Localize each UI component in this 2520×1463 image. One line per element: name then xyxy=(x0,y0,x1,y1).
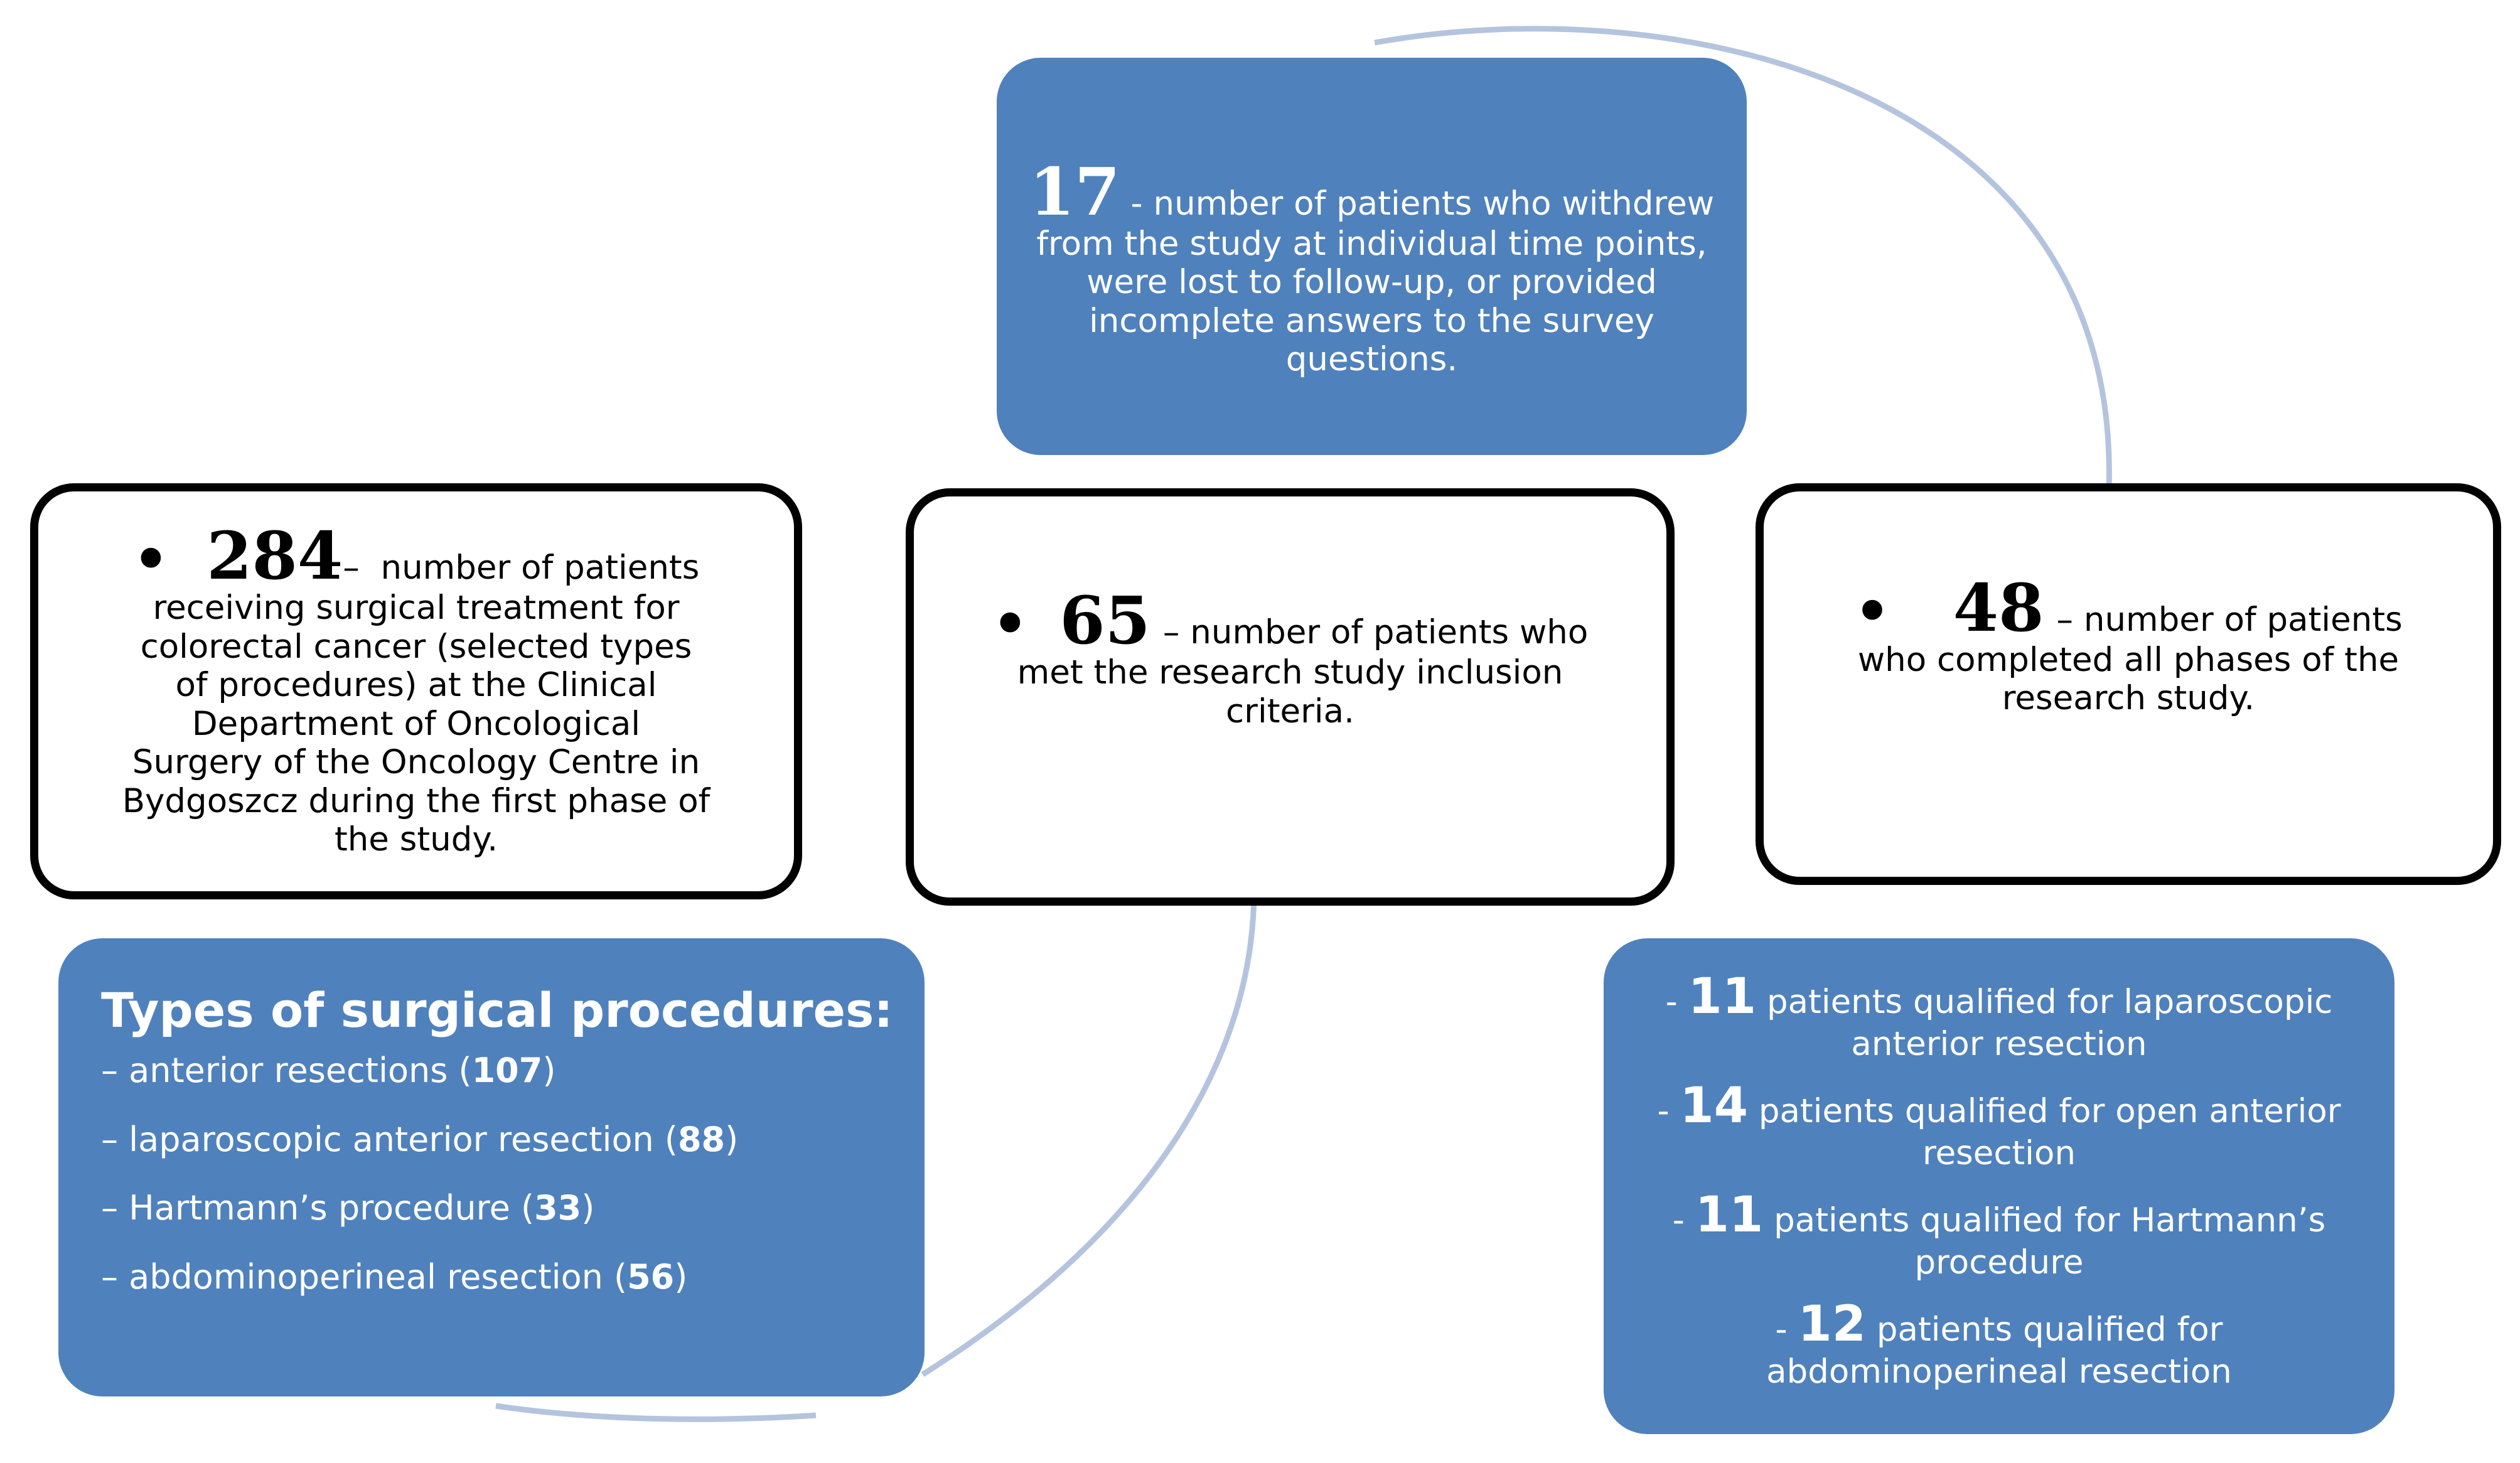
withdrew-number: 17 xyxy=(1029,153,1120,230)
treated-line-6: Surgery of the Oncology Centre in xyxy=(132,743,700,782)
completed-number: 48 xyxy=(1953,569,2044,646)
withdrew-box: 17 - number of patients who withdrew fro… xyxy=(997,58,1747,455)
qualified-item: - 11 patients qualified for Hartmann’s p… xyxy=(1672,1186,2326,1282)
inclusion-line-2: met the research study inclusion xyxy=(1017,653,1563,692)
procedure-item: – laparoscopic anterior resection (88) xyxy=(101,1119,739,1159)
treated-line-7: Bydgoszcz during the first phase of xyxy=(122,781,710,820)
withdrew-line-4: incomplete answers to the survey xyxy=(1089,301,1654,340)
withdrew-text: 17 - number of patients who withdrew fro… xyxy=(1029,159,1714,379)
arc-bottom-left xyxy=(495,1403,817,1422)
completed-line-3: research study. xyxy=(2002,679,2255,717)
withdrew-line-5: questions. xyxy=(1285,340,1458,378)
completed-line-1: – number of patients xyxy=(2056,600,2403,639)
completed-line-2: who completed all phases of the xyxy=(1857,640,2399,679)
procedure-item: – abdominoperineal resection (56) xyxy=(101,1257,688,1297)
withdrew-line-3: were lost to follow-up, or provided xyxy=(1086,263,1657,302)
treated-line-8: the study. xyxy=(334,820,498,859)
bullet-icon: • xyxy=(132,527,169,593)
qualified-item: - 11 patients qualified for laparoscopic… xyxy=(1665,968,2333,1064)
treated-box: • 284 – number of patients receiving sur… xyxy=(30,483,802,899)
inclusion-number: 65 xyxy=(1059,582,1150,660)
qualified-item: - 12 patients qualified for abdominoperi… xyxy=(1766,1295,2232,1391)
qualified-item: - 14 patients qualified for open anterio… xyxy=(1657,1077,2341,1173)
procedure-item: – anterior resections (107) xyxy=(101,1051,556,1090)
treated-text: • 284 – number of patients receiving sur… xyxy=(122,523,710,859)
treated-line-3: colorectal cancer (selected types xyxy=(140,627,692,666)
inclusion-text: • 65 – number of patients who met the re… xyxy=(992,588,1589,731)
withdrew-line-1: - number of patients who withdrew xyxy=(1130,184,1715,223)
withdrew-line-2: from the study at individual time points… xyxy=(1036,224,1707,263)
qualified-box: - 11 patients qualified for laparoscopic… xyxy=(1604,938,2394,1434)
bullet-icon: • xyxy=(992,591,1029,658)
bullet-icon: • xyxy=(1854,578,1890,645)
procedures-box: Types of surgical procedures: – anterior… xyxy=(58,938,925,1396)
completed-text: • 48 – number of patients who completed … xyxy=(1854,569,2403,718)
treated-number: 284 xyxy=(206,517,343,595)
procedures-title: Types of surgical procedures: xyxy=(101,982,893,1038)
completed-box: • 48 – number of patients who completed … xyxy=(1756,483,2501,885)
inclusion-line-3: criteria. xyxy=(1226,692,1354,731)
treated-line-2: receiving surgical treatment for xyxy=(153,589,680,628)
inclusion-line-1: – number of patients who xyxy=(1162,613,1589,652)
procedure-item: – Hartmann’s procedure (33) xyxy=(101,1188,595,1228)
treated-line-1: – number of patients xyxy=(343,549,700,587)
arc-top-right xyxy=(1374,26,2112,490)
treated-line-5: Department of Oncological xyxy=(191,704,641,743)
treated-line-4: of procedures) at the Clinical xyxy=(175,666,657,705)
inclusion-box: • 65 – number of patients who met the re… xyxy=(906,488,1675,906)
